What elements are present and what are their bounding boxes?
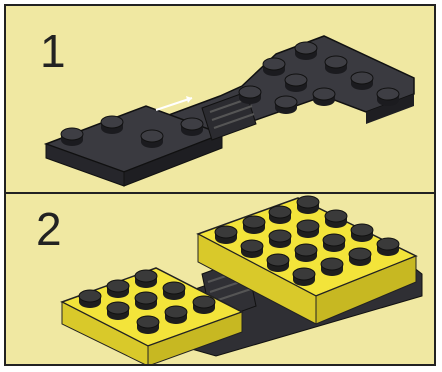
instruction-panel: 1 2 — [4, 4, 436, 366]
yellow-plate-assembly-icon — [6, 6, 436, 366]
